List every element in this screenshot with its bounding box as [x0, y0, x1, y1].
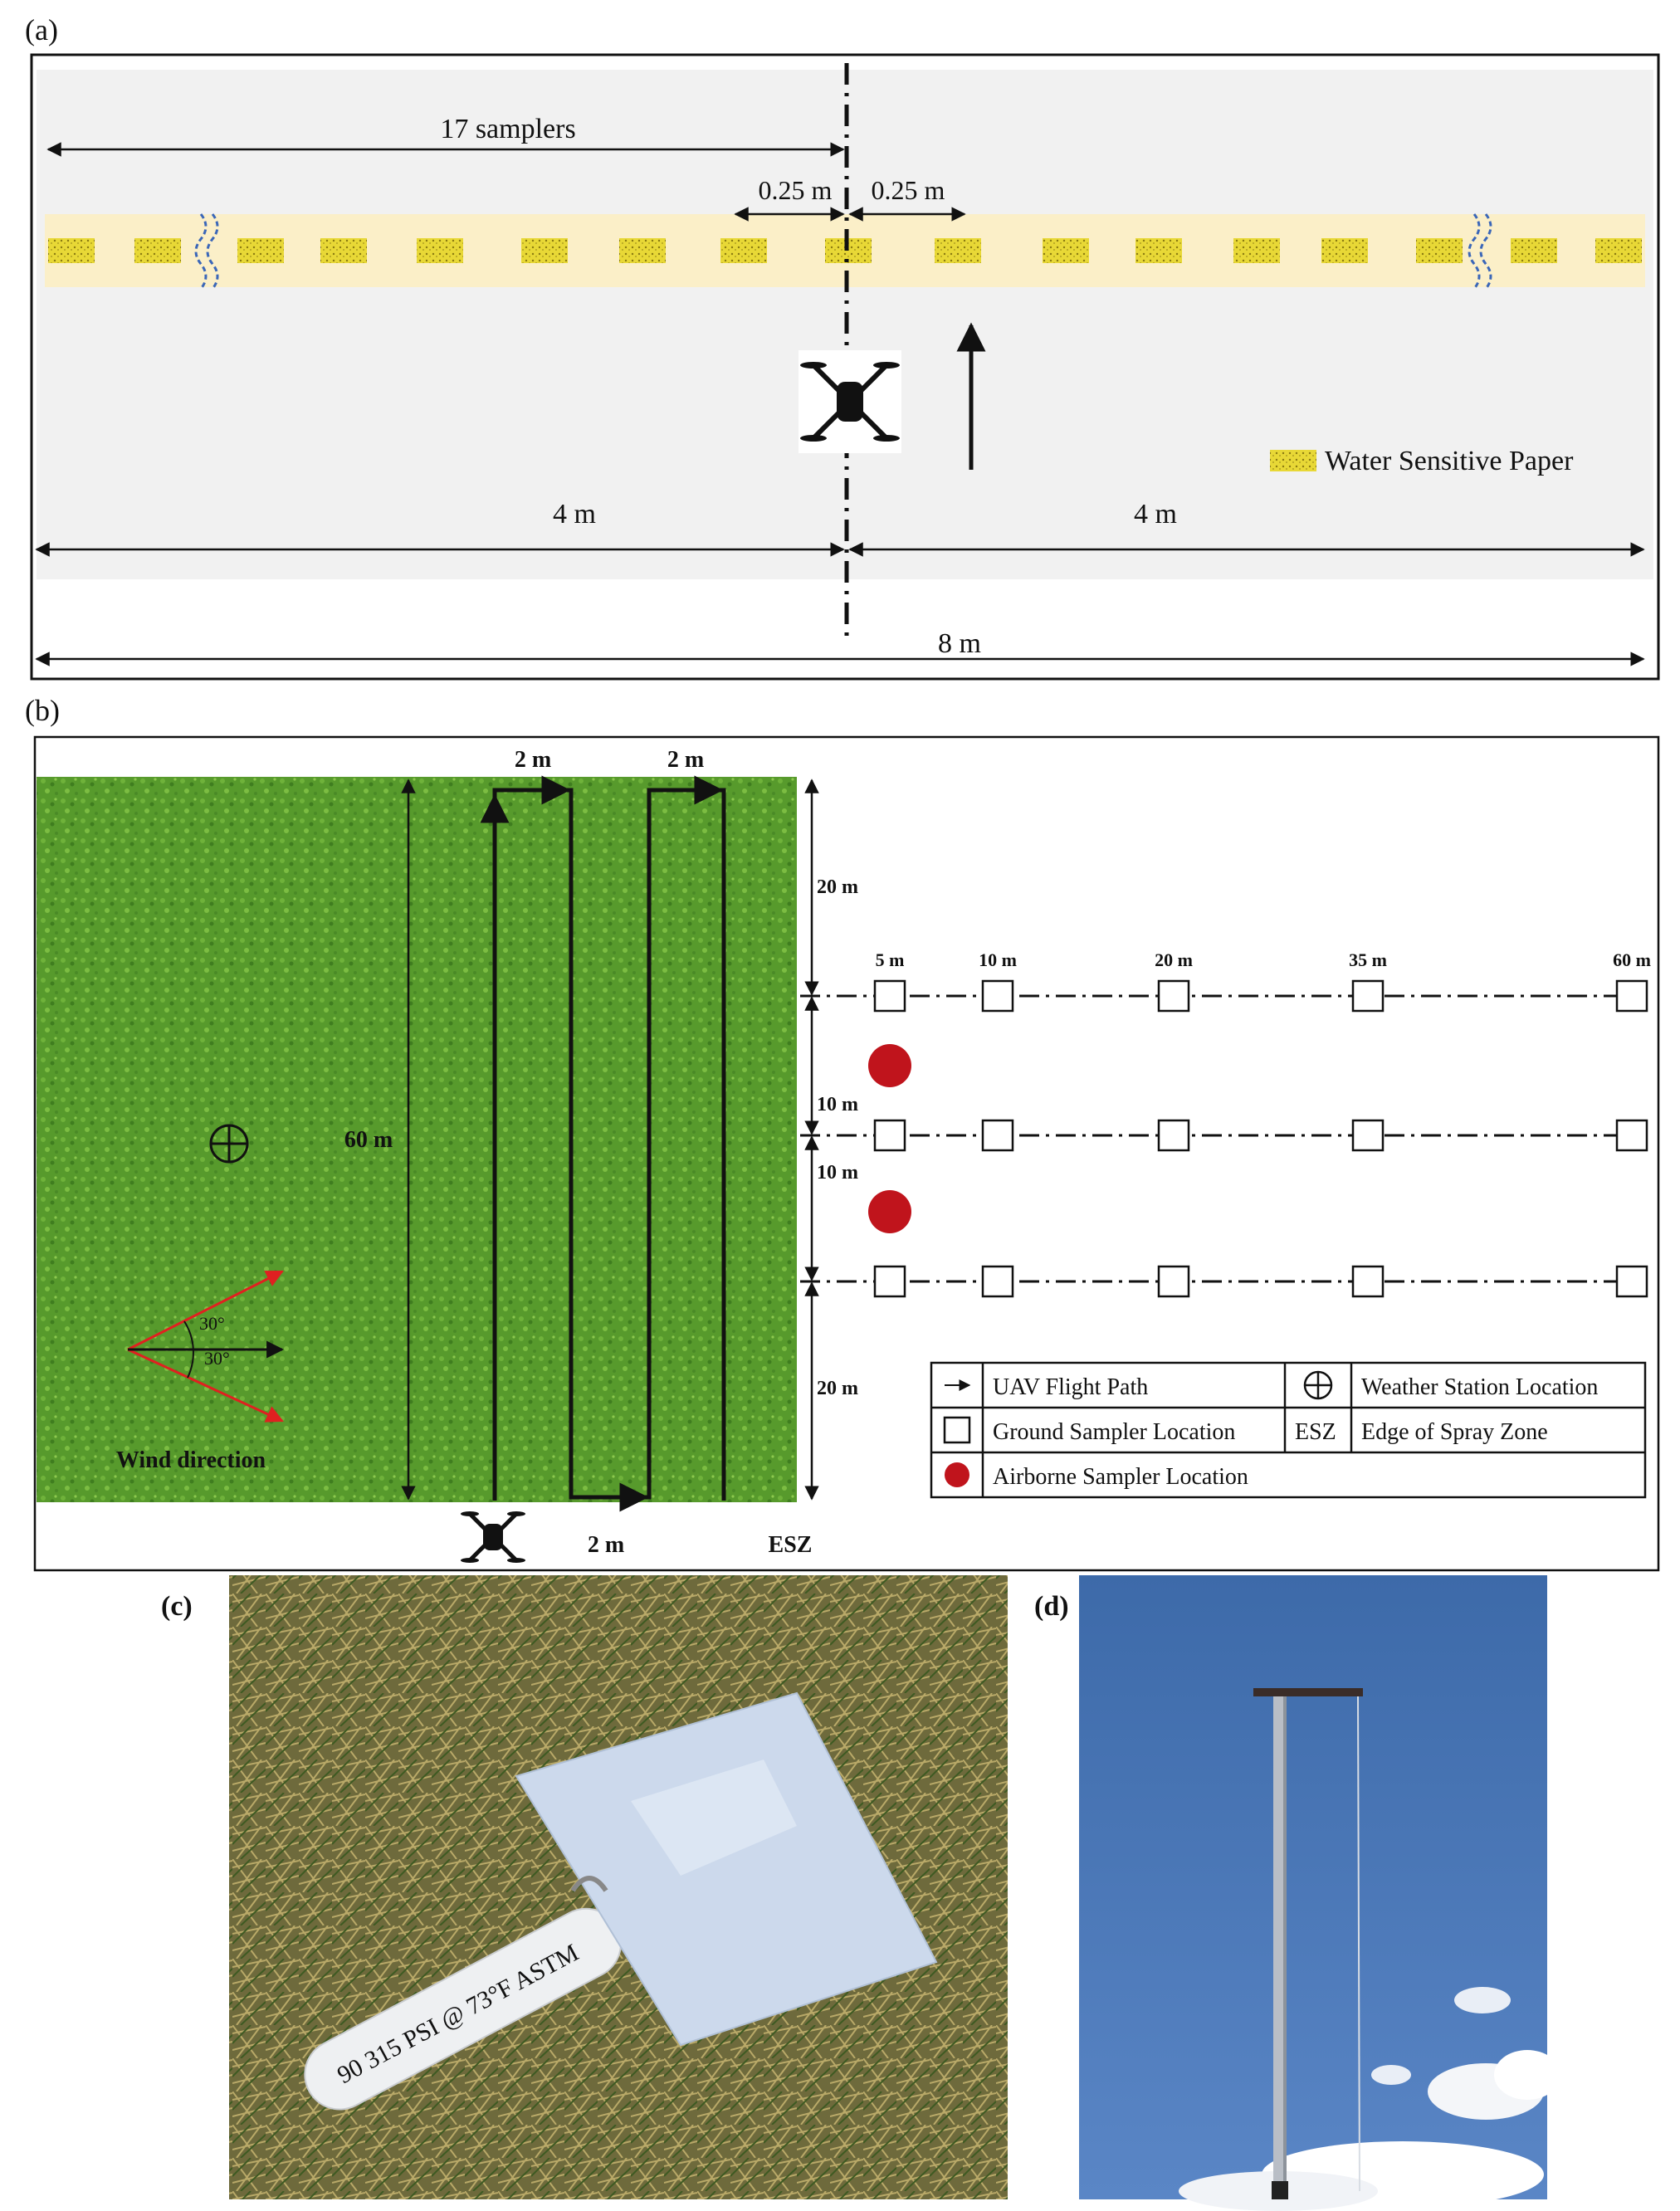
break-mark-right-2	[1468, 213, 1481, 290]
water-sensitive-paper	[720, 238, 767, 263]
wind-direction-diagram	[127, 1270, 285, 1423]
ground-sampler	[873, 1265, 906, 1298]
legend-ground-sampler-icon	[943, 1416, 971, 1444]
drone-launch-icon	[461, 1511, 525, 1563]
water-sensitive-paper	[1511, 238, 1557, 263]
spacing-left-label: 0.25 m	[759, 175, 833, 205]
water-sensitive-paper	[1416, 238, 1463, 263]
seg-mid2-label: 10 m	[817, 1162, 858, 1184]
airborne-sampler	[868, 1044, 911, 1087]
break-mark-left-2	[194, 213, 208, 290]
ground-sampler	[1615, 1119, 1648, 1152]
water-sensitive-paper	[1233, 238, 1280, 263]
legend-wsp-swatch	[1270, 450, 1316, 471]
half-left-label: 4 m	[553, 499, 596, 530]
ground-sampler	[1157, 1265, 1190, 1298]
legend-esz-full: Edge of Spray Zone	[1361, 1419, 1548, 1445]
ground-sampler	[1615, 979, 1648, 1013]
water-sensitive-paper	[935, 238, 981, 263]
total-width-label: 8 m	[938, 628, 981, 659]
water-sensitive-card	[515, 1691, 938, 2047]
lane-bottom-label: 2 m	[588, 1532, 624, 1558]
ground-sampler	[1351, 979, 1385, 1013]
water-sensitive-paper	[1595, 238, 1642, 263]
weather-station-icon	[209, 1124, 249, 1164]
legend-esz-abbr: ESZ	[1295, 1419, 1336, 1445]
ground-sampler	[1615, 1265, 1648, 1298]
wind-direction-label: Wind direction	[116, 1447, 266, 1473]
airborne-sampler	[868, 1190, 911, 1233]
spray-field	[37, 777, 797, 1502]
panel-b-label: (b)	[25, 694, 60, 727]
water-sensitive-paper	[1043, 238, 1089, 263]
ground-sampler	[981, 979, 1014, 1013]
transect-lines	[800, 994, 1647, 1283]
drone-icon	[800, 362, 900, 442]
spacing-right-label: 0.25 m	[872, 175, 945, 205]
water-sensitive-paper	[619, 238, 666, 263]
legend-airborne-sampler-label: Airborne Sampler Location	[993, 1464, 1248, 1490]
panel-d-label: (d)	[1034, 1591, 1069, 1622]
angle-upper-label: 30°	[199, 1313, 225, 1334]
ground-sampler	[873, 979, 906, 1013]
lane-top-2-label: 2 m	[667, 747, 704, 773]
water-sensitive-paper	[1321, 238, 1368, 263]
distance-label-35: 35 m	[1349, 949, 1387, 970]
water-sensitive-paper	[417, 238, 463, 263]
legend-table	[930, 1361, 1647, 1499]
break-mark-right	[1479, 213, 1492, 290]
legend-weather-station-label: Weather Station Location	[1361, 1374, 1598, 1400]
legend-flight-path-label: UAV Flight Path	[993, 1374, 1148, 1400]
airborne-sampler-mast	[1253, 1688, 1363, 2199]
panel-a-label: (a)	[25, 13, 58, 46]
legend-wsp-label: Water Sensitive Paper	[1325, 446, 1574, 476]
legend-weather-station-icon	[1303, 1370, 1333, 1400]
seg-bottom-label: 20 m	[817, 1378, 858, 1399]
distance-label-10: 10 m	[979, 949, 1017, 970]
panel-c-label: (c)	[161, 1591, 193, 1622]
water-sensitive-paper	[237, 238, 284, 263]
angle-lower-label: 30°	[204, 1348, 230, 1369]
field-length-label: 60 m	[344, 1127, 393, 1153]
distance-label-20: 20 m	[1155, 949, 1193, 970]
ground-sampler	[1157, 979, 1190, 1013]
samplers-label: 17 samplers	[440, 114, 575, 144]
legend-ground-sampler-label: Ground Sampler Location	[993, 1419, 1235, 1445]
seg-top-label: 20 m	[817, 876, 858, 898]
water-sensitive-paper	[48, 238, 95, 263]
water-sensitive-paper	[521, 238, 568, 263]
ground-sampler	[981, 1119, 1014, 1152]
break-mark-left	[206, 213, 219, 290]
water-sensitive-paper	[1135, 238, 1182, 263]
ground-sampler	[1351, 1265, 1385, 1298]
ground-sampler	[873, 1119, 906, 1152]
water-sensitive-paper	[134, 238, 181, 263]
ground-sampler	[1157, 1119, 1190, 1152]
water-sensitive-papers	[48, 238, 1642, 263]
ground-samplers	[873, 979, 1648, 1298]
seg-mid1-label: 10 m	[817, 1094, 858, 1115]
ground-sampler	[981, 1265, 1014, 1298]
legend-airborne-sampler-icon	[945, 1462, 969, 1487]
lane-top-1-label: 2 m	[515, 747, 551, 773]
water-sensitive-paper	[320, 238, 367, 263]
card-clip	[570, 1876, 608, 1892]
distance-label-5: 5 m	[876, 949, 905, 970]
half-right-label: 4 m	[1134, 499, 1177, 530]
ground-sampler	[1351, 1119, 1385, 1152]
distance-label-60: 60 m	[1613, 949, 1651, 970]
esz-label: ESZ	[769, 1532, 813, 1558]
